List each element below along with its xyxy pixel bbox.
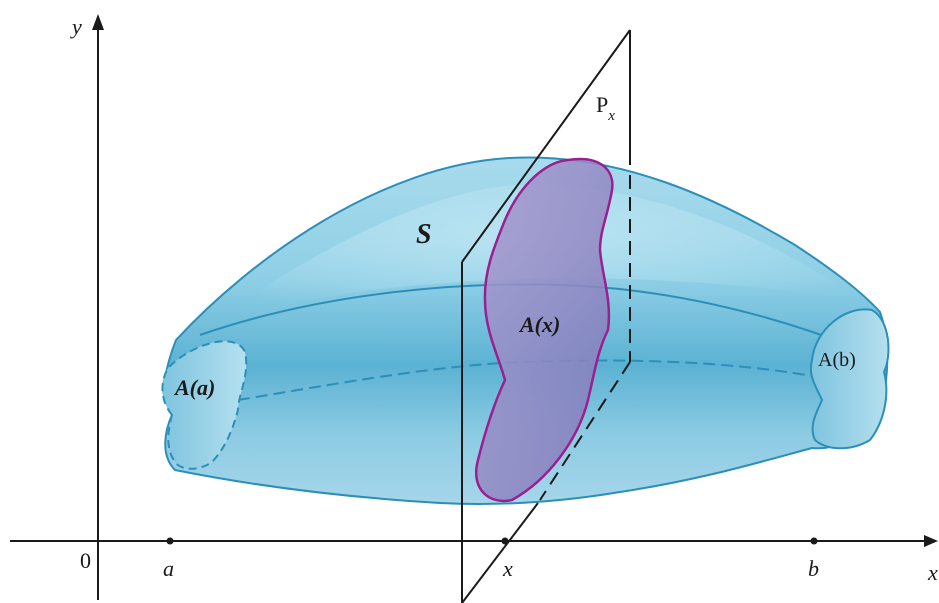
surface-curve-hidden [237,359,813,401]
right-end-cap [809,308,890,450]
tick-x [501,537,509,545]
cross-section-Ax [475,157,614,503]
point-x-label: x [502,556,513,581]
x-axis-label: x [927,560,938,585]
left-end-cap [161,340,248,470]
origin-label: 0 [80,548,91,573]
plane-label-sub: x [607,108,615,124]
tick-a [166,537,174,545]
y-axis-label: y [70,14,82,39]
plane-edge-bottom [461,502,539,603]
solid-label: S [416,219,432,250]
cross-section-left-label: A(a) [173,375,215,400]
point-b-label: b [808,556,819,581]
plane-edge-top [461,29,631,263]
cross-section-right-label: A(b) [818,349,856,371]
point-a-label: a [163,556,174,581]
plane-label: Px [596,92,615,124]
plane-label-main: P [596,92,608,117]
plane-Px [461,29,631,603]
tick-b [810,537,818,545]
y-axis-arrow [92,14,104,30]
plane-edge-bottom-hidden [539,361,631,501]
x-axis-arrow [924,535,938,547]
axes [10,14,938,600]
cross-section-middle-label: A(x) [518,312,560,337]
